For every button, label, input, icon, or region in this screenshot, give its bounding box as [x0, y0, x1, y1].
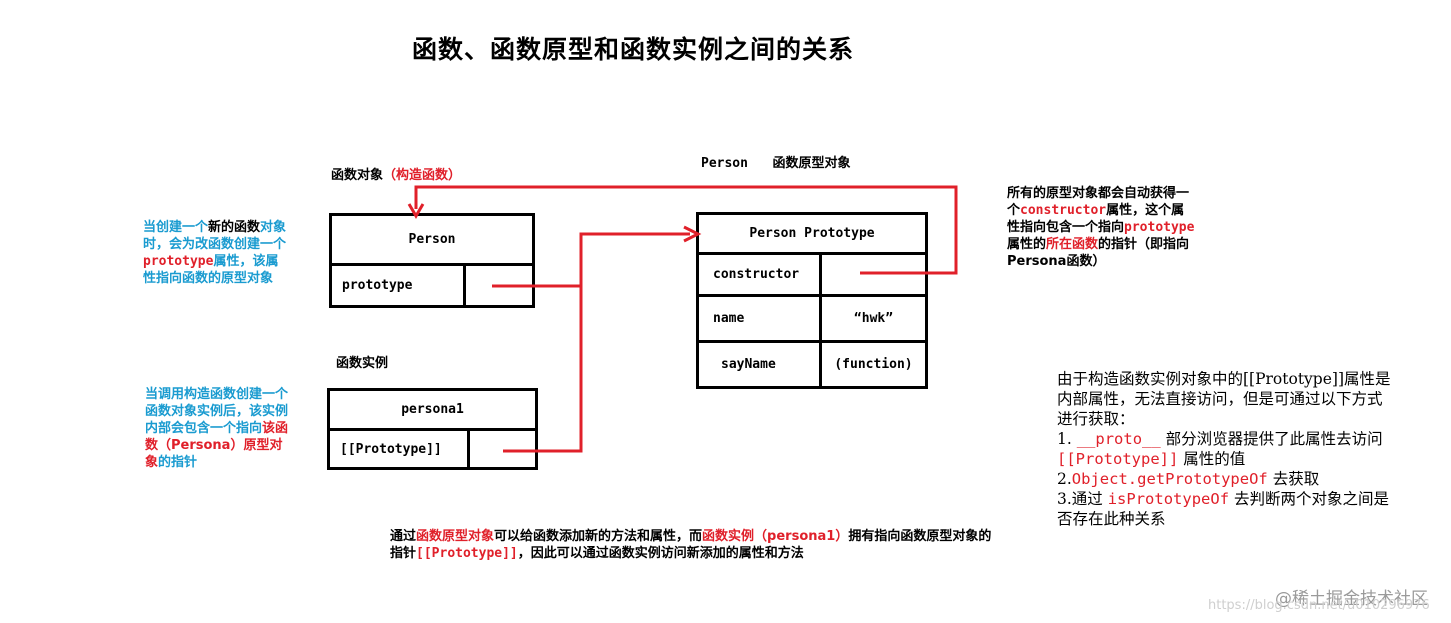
constructor-value	[822, 255, 925, 297]
instance-box-title: persona1	[330, 391, 535, 431]
note3-part5: 属性的	[1007, 237, 1047, 252]
note1-part2: 新的函数	[208, 220, 261, 235]
function-object-label-text: 函数对象	[331, 168, 384, 183]
person-function-box: Person prototype	[329, 213, 535, 308]
note1-part4: prototype	[143, 254, 214, 269]
note3-part6: 所在函数	[1046, 237, 1099, 252]
url-watermark: https://blog.csdn.net/u010296976	[1208, 598, 1430, 613]
note3-part3: 属性，这个属性指向包含一个指向	[1007, 203, 1185, 235]
sayname-key: sayName	[699, 343, 822, 386]
note1-part3: 对象时，会为改函数创建一个	[143, 220, 287, 252]
constructor-key: constructor	[699, 255, 822, 297]
name-value: “hwk”	[822, 297, 925, 343]
item2-code: Object.getPrototypeOf	[1071, 470, 1268, 488]
instance-prototype-field: [[Prototype]]	[330, 431, 470, 467]
access-methods-note: 由于构造函数实例对象中的[[Prototype]]属性是内部属性，无法直接访问，…	[1057, 369, 1392, 529]
note3-part2: constructor	[1020, 203, 1107, 218]
person-box-title: Person	[332, 216, 532, 266]
instance-label: 函数实例	[336, 356, 389, 371]
item3-code: isPrototypeOf	[1107, 490, 1230, 508]
access-item-1: 1. __proto__ 部分浏览器提供了此属性去访问 [[Prototype]…	[1057, 429, 1392, 469]
arrowhead-person	[407, 203, 425, 219]
item2-prefix: 2.	[1057, 470, 1072, 488]
item1-text: 部分浏览器提供了此属性去访问	[1160, 430, 1383, 448]
bottom-note: 通过函数原型对象可以给函数添加新的方法和属性，而函数实例（persona1）拥有…	[390, 528, 1002, 562]
page-title: 函数、函数原型和函数实例之间的关系	[412, 35, 855, 64]
note3-part4: prototype	[1124, 220, 1195, 235]
constructor-label: （构造函数）	[383, 168, 462, 183]
note2-part3: 的指针	[158, 455, 198, 470]
note2-part2: 该函数（Persona）原型对象	[145, 421, 289, 470]
function-object-label: 函数对象（构造函数）	[331, 164, 461, 183]
prototype-header-label: Person 函数原型对象	[701, 152, 851, 171]
note4-part1: 通过	[390, 529, 417, 544]
prototype-to-proto-arrow	[492, 232, 690, 288]
access-intro: 由于构造函数实例对象中的[[Prototype]]属性是内部属性，无法直接访问，…	[1057, 370, 1391, 428]
prototype-header-name: Person	[701, 156, 748, 171]
constructor-to-person-arrow	[414, 185, 958, 275]
instance-note: 当调用构造函数创建一个函数对象实例后，该实例内部会包含一个指向该函数（Perso…	[145, 386, 290, 471]
note3-part7: 的指针（即指向Persona函数）	[1007, 237, 1190, 269]
brand-watermark: @稀土掘金技术社区	[1275, 589, 1428, 609]
note4-part6: [[Prototype]]	[416, 546, 518, 561]
item1-prefix: 1.	[1057, 430, 1077, 448]
prototype-box-title: Person Prototype	[699, 215, 925, 255]
note4-part2: 函数原型对象	[416, 529, 495, 544]
person-prototype-box: Person Prototype constructor name “hwk” …	[696, 212, 928, 389]
note4-part3: 可以给函数添加新的方法和属性，而	[494, 529, 703, 544]
note4-part7: ，因此可以通过函数实例访问新添加的属性和方法	[517, 546, 804, 561]
prototype-header-text: 函数原型对象	[772, 156, 851, 171]
item3-text: 去判断两个对象之间是否存在此种关系	[1057, 490, 1389, 528]
item1-text2: 属性的值	[1178, 450, 1246, 468]
note3-part1: 所有的原型对象都会自动获得一个	[1007, 186, 1190, 218]
item2-text: 去获取	[1267, 470, 1320, 488]
name-key: name	[699, 297, 822, 343]
person-prototype-field: prototype	[332, 266, 466, 305]
note4-part5: 拥有指向函数原型对象的指针	[390, 529, 992, 561]
instance-to-proto-arrow	[503, 286, 583, 453]
access-item-3: 3.通过 isPrototypeOf 去判断两个对象之间是否存在此种关系	[1057, 489, 1392, 529]
access-item-2: 2.Object.getPrototypeOf 去获取	[1057, 469, 1392, 489]
item3-prefix: 3.通过	[1057, 490, 1108, 508]
note1-part5: 属性，该属性指向函数的原型对象	[143, 254, 279, 286]
note2-part1: 当调用构造函数创建一个函数对象实例后，该实例内部会包含一个指向	[145, 387, 289, 436]
note4-part4: 函数实例（persona1）	[702, 529, 849, 544]
sayname-value: (function)	[834, 357, 913, 372]
item1-code: __proto__	[1076, 430, 1161, 448]
instance-box: persona1 [[Prototype]]	[327, 388, 538, 470]
item1-code2: [[Prototype]]	[1057, 450, 1179, 468]
prototype-note: 当创建一个新的函数对象时，会为改函数创建一个 prototype属性，该属性指向…	[143, 219, 288, 287]
note1-part1: 当创建一个	[143, 220, 209, 235]
arrowhead-proto	[683, 225, 702, 243]
constructor-note: 所有的原型对象都会自动获得一个constructor属性，这个属性指向包含一个指…	[1007, 185, 1197, 270]
